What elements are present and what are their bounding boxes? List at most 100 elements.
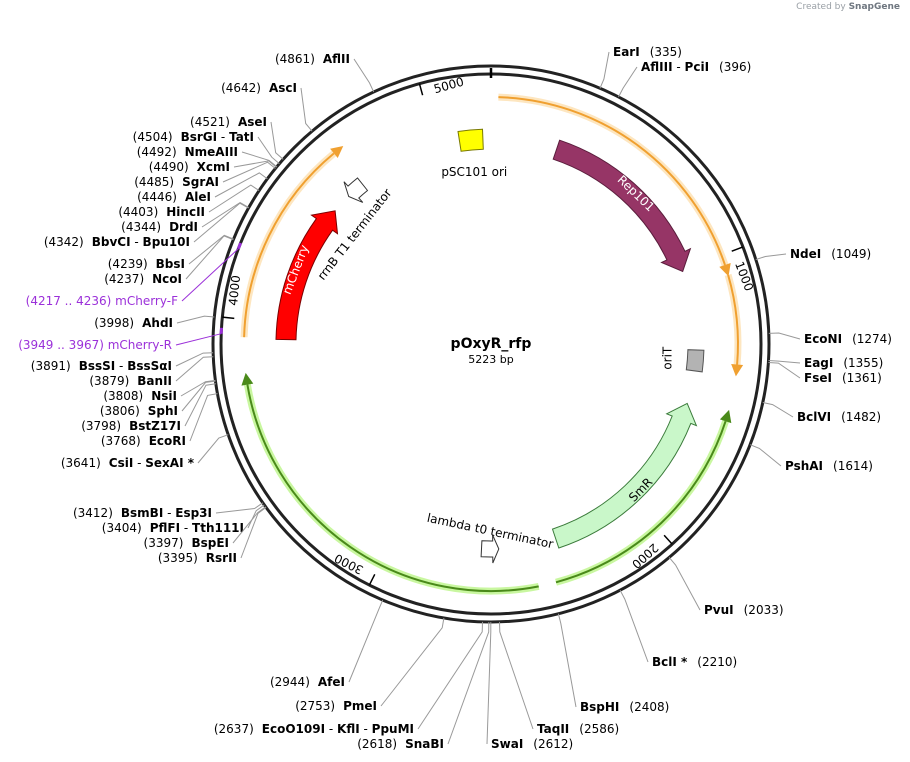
thin-arcs-layer [240,93,744,595]
site-label: (4403)HincII [118,205,205,219]
site-taqii-leader [499,621,534,730]
site-name: EagI [804,356,833,370]
site-name: AfeI [318,675,345,689]
site-position: (4504) [133,130,173,144]
site-name: FseI [804,371,832,385]
site-nsii-leader [180,379,216,397]
site-nmeaiii-leader [241,151,278,168]
feature-lambda [480,534,500,564]
site-name: TaqII [537,722,569,736]
site-name: PvuI [704,603,734,617]
site-pshai-leader [749,444,782,467]
site-position: (1614) [833,459,873,473]
site-label: (3768) EcoRI [101,434,186,448]
site-bsmbi-leader [215,502,264,514]
site-position: (1049) [831,247,871,261]
feature-label-orit: oriT [660,346,674,370]
site-separator: - [673,60,685,74]
site-position: (3395) [158,551,198,565]
site-name: PmeI [343,699,377,713]
site-position: (2033) [744,603,784,617]
site-snabi-leader [447,621,490,745]
site-position: (3768) [101,434,141,448]
site-label: (2944)AfeI [270,675,345,689]
site-asci-leader [300,87,313,132]
site-label: EcoNI(1274) [804,332,892,346]
site-position: (3808) [103,389,143,403]
site-label: EarI(335) [613,45,682,59]
site-sphi-leader [181,380,216,412]
site-position: (2612) [533,737,573,751]
site-pflfi-leader [247,504,265,529]
site-name: EcoRI [149,434,186,448]
center-label: pOxyR_rfp 5223 bp [451,336,532,366]
site-name: BstZ17I [129,419,181,433]
site-swai-leader [486,622,492,745]
site-name: NsiI [151,389,177,403]
site-separator: - [217,130,229,144]
site-position: (4861) [275,52,315,66]
site-eagi-leader [768,360,801,364]
site-rsrii-leader [240,506,267,559]
site-name: NcoI [152,272,182,286]
site-position: (3641) [61,456,101,470]
site-econi-leader [768,332,801,340]
site-name2: BssSαI [127,359,172,373]
site-bbvci-leader [193,202,249,243]
site-name: SnaBI [405,737,444,751]
site-asei-leader [270,121,284,160]
site-position: (1482) [841,410,881,424]
outer-orange-2-arrowhead [731,364,744,377]
tick-label-4000: 4000 [226,275,243,307]
site-name: NdeI [790,247,821,261]
credit-prefix: Created by [796,2,846,12]
site-position: (3397) [144,536,184,550]
feature-psc101 [457,128,484,152]
site-position: (4403) [118,205,158,219]
site-name: AhdI [142,316,173,330]
site-label: (4504)BsrGI - TatI [133,130,254,144]
site-label: (4492) NmeAIII [137,145,238,159]
site-bsrgi-leader [257,136,280,165]
primer-label: (4217 .. 4236) mCherry-F [26,294,178,308]
site-separator: - [131,235,143,249]
site-label: NdeI (1049) [790,247,871,261]
site-label: (3998)AhdI [94,316,173,330]
site-aflii-leader [353,58,375,93]
restriction-sites-layer: EarI(335)AflIII - PciI(396)NdeI(1049)Eco… [18,45,892,751]
site-name2: Tth111I [192,521,244,535]
site-label: (3404)PflFI - Tth111I [102,521,244,535]
site-fsei-leader [768,362,801,379]
site-label: (4490)XcmI [149,160,230,174]
site-position: (2586) [579,722,619,736]
site-alei-leader [214,172,268,198]
site-pmei-leader [380,617,445,707]
site-name: BspEI [191,536,229,550]
site-name: BspHI [580,700,619,714]
site-position: (4344) [121,220,161,234]
site-label: (4861)AflII [275,52,350,66]
site-bspei-leader [232,506,266,544]
site-separator: - [115,359,127,373]
site-name: SphI [148,404,178,418]
site-label: PshAI (1614) [785,459,873,473]
site-position: (4521) [190,115,230,129]
site-name: BsmBI [121,506,163,520]
tick-mark-3000 [368,573,376,586]
site-label: (4344)DrdI [121,220,198,234]
site-position: (4492) [137,145,177,159]
site-position: (2618) [357,737,397,751]
green-1-arrowhead [719,409,732,424]
site-position: (1355) [843,356,883,370]
site-position: (2210) [697,655,737,669]
site-label: (4237)NcoI [104,272,182,286]
site-position: (4490) [149,160,189,174]
green-1 [555,420,727,584]
site-name: NmeAIII [185,145,238,159]
snapgene-credit: Created by SnapGene [796,2,900,12]
site-label: (3808) NsiI [103,389,177,403]
site-label: BclVI(1482) [797,410,881,424]
site-position: (4342) [44,235,84,249]
site-position: (2753) [295,699,335,713]
site-name: PshAI [785,459,823,473]
